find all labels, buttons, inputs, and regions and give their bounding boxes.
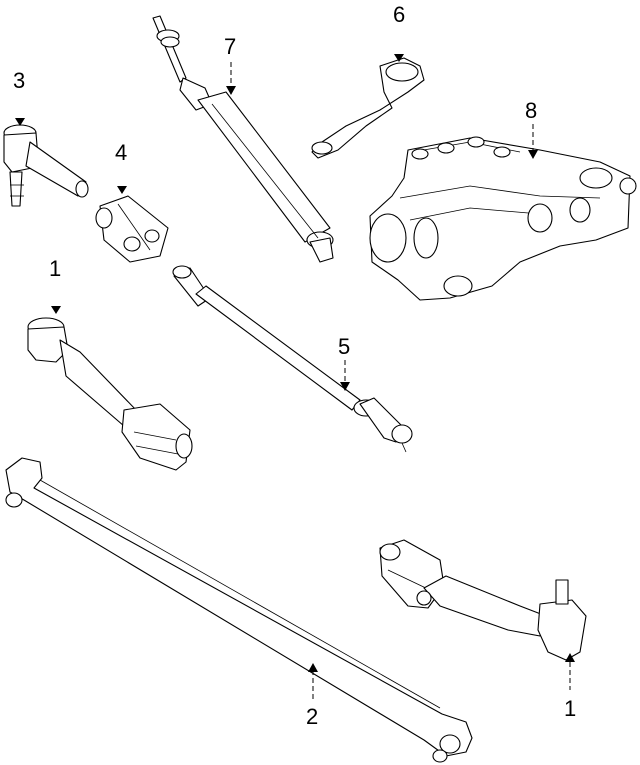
part-2-tie-rod bbox=[5, 457, 473, 763]
callout-3-label: 3 bbox=[13, 68, 25, 93]
callout-2-label: 2 bbox=[306, 704, 318, 729]
callout-1-lower-arrow bbox=[565, 653, 575, 662]
callout-1-upper-label: 1 bbox=[49, 256, 61, 281]
callout-leaders bbox=[15, 54, 575, 700]
callout-4-arrow bbox=[117, 186, 127, 194]
callout-7-label: 7 bbox=[224, 34, 236, 59]
part-3-tie-rod-end bbox=[3, 124, 89, 207]
callout-1-upper-arrow bbox=[51, 306, 61, 314]
callout-4-label: 4 bbox=[115, 140, 127, 165]
callout-7-arrow bbox=[226, 86, 236, 95]
callout-8-label: 8 bbox=[525, 98, 537, 123]
part-1-tie-rod-end-upper bbox=[27, 317, 193, 471]
part-6-pitman-arm bbox=[311, 57, 425, 159]
part-1-tie-rod-end-lower bbox=[379, 539, 587, 661]
part-7-steering-damper bbox=[152, 15, 334, 263]
callout-2-arrow bbox=[308, 663, 318, 672]
callout-3-arrow bbox=[15, 118, 25, 126]
part-4-adjusting-sleeve bbox=[95, 195, 169, 263]
callout-1-lower-label: 1 bbox=[564, 696, 576, 721]
callout-8-arrow bbox=[528, 150, 538, 159]
part-8-steering-gear bbox=[369, 136, 637, 301]
part-5-drag-link bbox=[172, 265, 413, 453]
callout-5-label: 5 bbox=[338, 334, 350, 359]
callout-6-arrow bbox=[394, 54, 404, 62]
callout-5-arrow bbox=[340, 382, 350, 391]
callout-6-label: 6 bbox=[393, 2, 405, 27]
